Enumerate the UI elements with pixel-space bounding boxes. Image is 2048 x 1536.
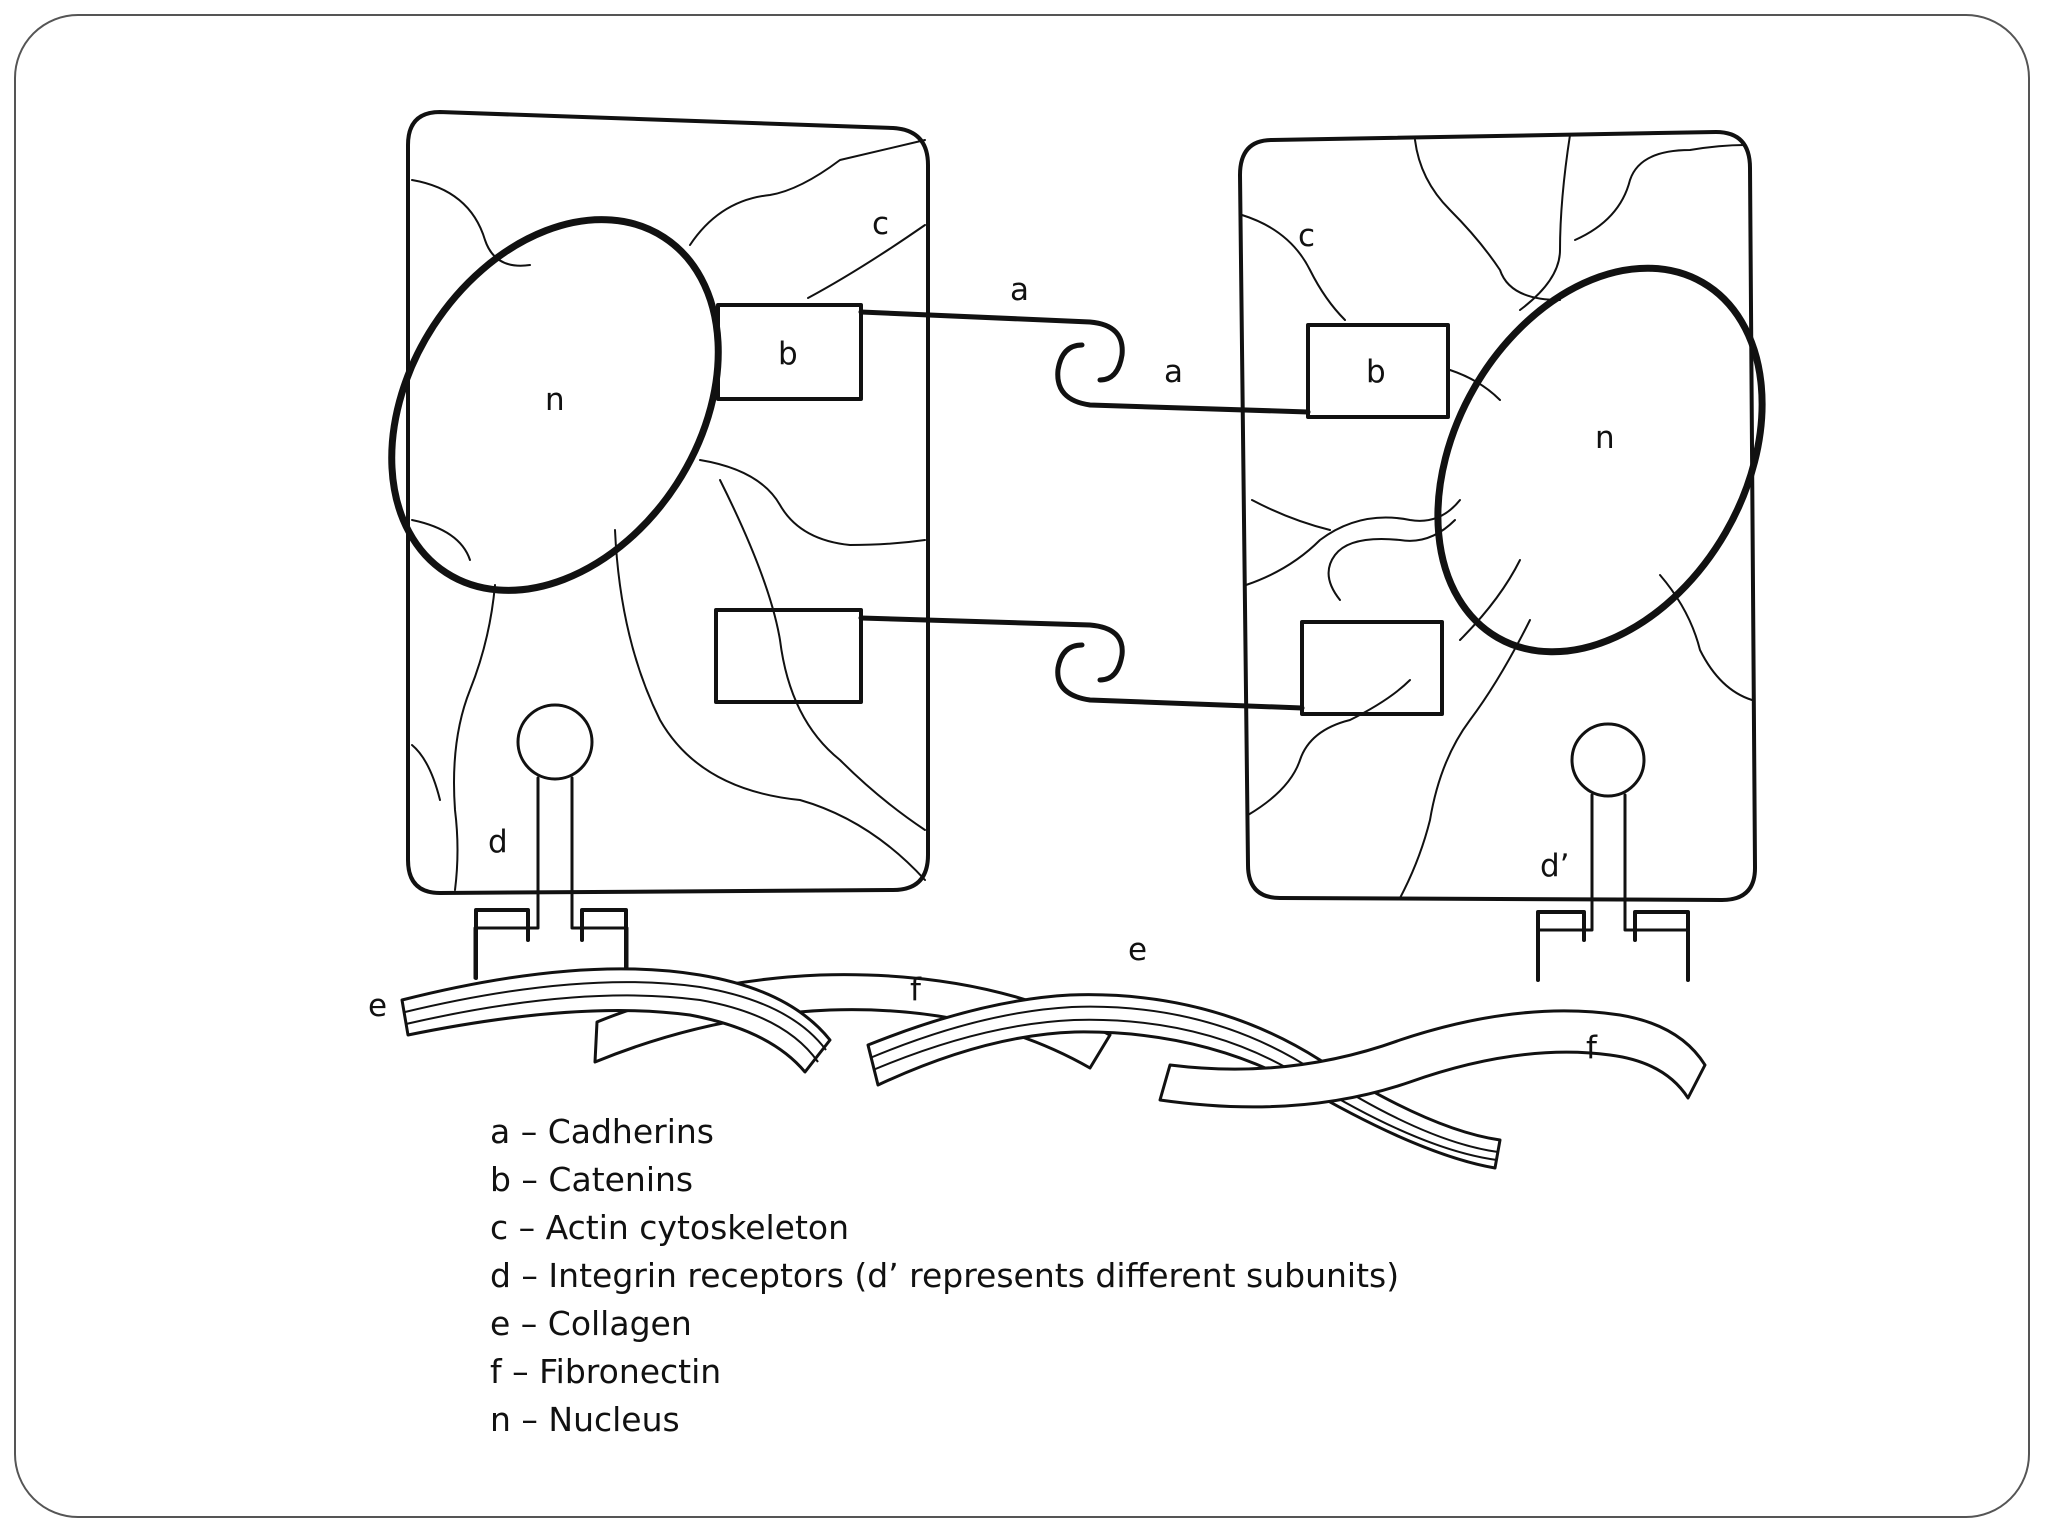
legend: a – Cadherins b – Catenins c – Actin cyt… (490, 1108, 1399, 1444)
legend-item-actin: c – Actin cytoskeleton (490, 1208, 850, 1247)
label-collagen-right: e (1128, 932, 1147, 968)
label-left-nucleus: n (545, 382, 565, 418)
right-cell-membrane (1238, 130, 1757, 902)
label-left-integrin: d (488, 824, 508, 860)
legend-item-catenins: b – Catenins (490, 1160, 694, 1199)
legend-item-nucleus: n – Nucleus (490, 1400, 680, 1439)
label-left-actin: c (872, 206, 889, 242)
left-catenin-box-top (716, 303, 863, 401)
right-integrin-base (1536, 910, 1690, 982)
left-catenin-box-bottom (714, 608, 863, 704)
extracellular-matrix (400, 967, 1707, 1170)
cadherin-bottom-right (1055, 642, 1305, 711)
right-catenin-box-bottom (1300, 620, 1444, 716)
cadherin-top-left (858, 309, 1125, 383)
right-nucleus (1434, 264, 1766, 656)
right-catenin-box-top (1306, 323, 1450, 419)
left-cell-membrane (406, 110, 930, 895)
right-cell (1238, 130, 1766, 982)
legend-item-integrin: d – Integrin receptors (d’ represents di… (490, 1256, 1400, 1295)
left-cell (388, 110, 930, 980)
legend-item-cadherins: a – Cadherins (490, 1112, 714, 1151)
label-top-cadherin: a (1010, 272, 1029, 308)
label-right-nucleus: n (1595, 420, 1615, 456)
fibronectin-fiber-2 (1158, 1009, 1707, 1109)
slide-frame (14, 14, 2030, 1518)
label-collagen-left: e (368, 988, 387, 1024)
cadherins (858, 309, 1311, 711)
left-nucleus (388, 216, 722, 594)
label-right-catenin: b (1366, 354, 1386, 390)
cadherin-bottom-left (858, 615, 1125, 683)
label-right-integrin: d’ (1540, 848, 1570, 884)
label-left-catenin: b (778, 336, 798, 372)
left-integrin-base (474, 908, 628, 980)
left-integrin-head (516, 703, 594, 781)
right-integrin-head (1570, 722, 1646, 798)
cadherin-top-right (1055, 342, 1311, 415)
legend-item-fibronectin: f – Fibronectin (490, 1352, 722, 1391)
left-integrin-stalk (473, 776, 629, 980)
left-actin-filaments (411, 139, 926, 891)
label-fibronectin-right: f (1586, 1030, 1598, 1066)
label-right-actin: c (1298, 218, 1315, 254)
diagram-labels: c a a b b n n c d d’ e e f f (368, 206, 1615, 1066)
right-integrin-stalk (1536, 793, 1690, 982)
label-right-cadherin: a (1164, 354, 1183, 390)
right-actin-filaments (1241, 134, 1753, 899)
label-fibronectin-left: f (910, 972, 922, 1008)
collagen-fiber-1 (400, 967, 832, 1074)
legend-item-collagen: e – Collagen (490, 1304, 692, 1343)
